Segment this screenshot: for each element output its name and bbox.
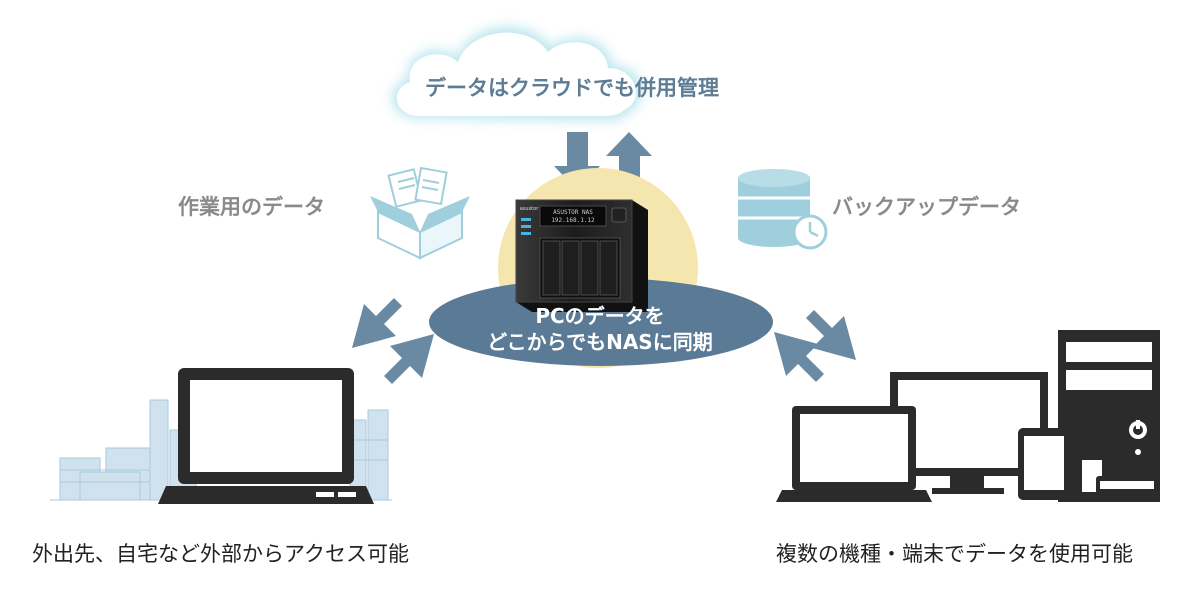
database-clock-icon bbox=[738, 169, 828, 250]
sync-ellipse bbox=[429, 278, 773, 366]
nas-device-icon: ASUSTOR NAS 192.168.1.12 asustor bbox=[515, 199, 648, 312]
keyboard-icon bbox=[1096, 476, 1158, 494]
monitor-icon bbox=[890, 372, 1048, 494]
box-icon bbox=[370, 166, 470, 260]
nas-brand-text: asustor bbox=[520, 206, 539, 212]
cloud-label: データはクラウドでも併用管理 bbox=[425, 76, 719, 100]
devices-group bbox=[776, 330, 1160, 502]
right-sync-arrows bbox=[774, 310, 856, 382]
cloud-icon bbox=[392, 27, 642, 121]
laptop-small-icon bbox=[776, 406, 932, 502]
multi-device-caption: 複数の機種・端末でデータを使用可能 bbox=[776, 542, 1133, 566]
nas-ip-text: 192.168.1.12 bbox=[551, 217, 595, 224]
arrow-out-left-icon bbox=[352, 298, 402, 348]
arrow-up-icon bbox=[606, 132, 652, 190]
arrow-in-left-icon bbox=[384, 334, 434, 384]
left-sync-arrows bbox=[352, 298, 434, 384]
sync-label-line2: どこからでもNASに同期 bbox=[487, 330, 713, 354]
arrow-out-right-icon bbox=[806, 310, 856, 360]
nas-model-text: ASUSTOR NAS bbox=[553, 209, 593, 216]
outside-access-caption: 外出先、自宅など外部からアクセス可能 bbox=[32, 542, 409, 566]
sync-label-line1: PCのデータを bbox=[535, 304, 665, 328]
backup-data-label: バックアップデータ bbox=[832, 195, 1021, 219]
arrow-in-right-icon bbox=[774, 332, 824, 382]
tablet-icon bbox=[1018, 428, 1070, 500]
desktop-tower-icon bbox=[1058, 330, 1160, 502]
work-data-label: 作業用のデータ bbox=[178, 195, 325, 219]
laptop-icon bbox=[158, 368, 374, 504]
